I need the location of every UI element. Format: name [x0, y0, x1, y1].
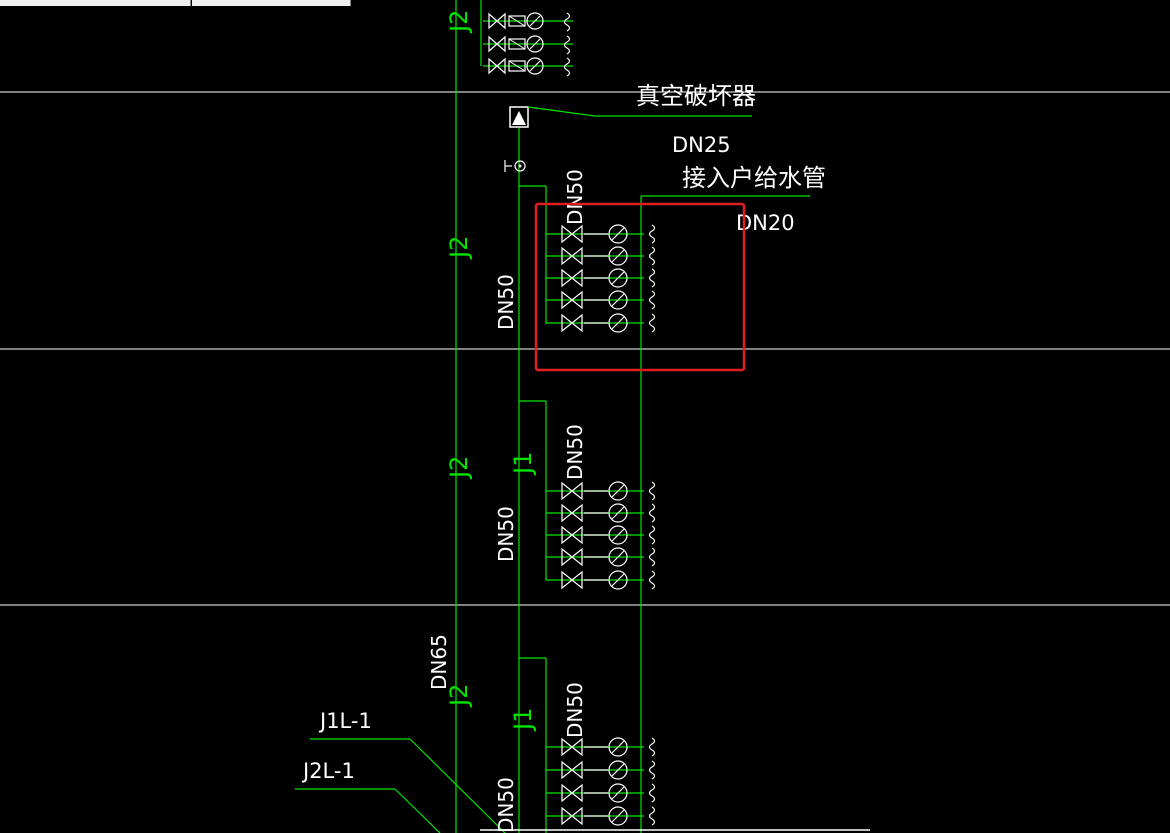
label-inlet-pipe: 接入户给水管 — [682, 164, 826, 192]
label-j1-mid: J1 — [509, 452, 537, 476]
label-vacuum-breaker: 真空破坏器 — [636, 82, 756, 110]
label-dn20: DN20 — [736, 211, 795, 235]
label-j2-bottom: J2 — [445, 684, 473, 708]
top-valve-group — [480, 0, 574, 77]
label-dn50-branch-2: DN50 — [563, 424, 587, 480]
file-tab-2[interactable] — [192, 0, 351, 6]
label-j1-bottom: J1 — [509, 708, 537, 732]
title-strip — [0, 0, 1170, 6]
floor-lines — [0, 91, 1170, 606]
branch-group-2[interactable] — [519, 400, 656, 590]
label-dn25: DN25 — [672, 133, 731, 157]
label-dn65: DN65 — [427, 634, 451, 690]
label-j2l1: J2L-1 — [301, 759, 355, 783]
inlet-pipe-line[interactable] — [640, 195, 810, 833]
label-j2-top: J2 — [445, 10, 473, 34]
label-dn50-branch-3: DN50 — [563, 682, 587, 738]
label-dn50-branch-1: DN50 — [563, 169, 587, 225]
leader-lines — [295, 738, 506, 833]
file-tab-1[interactable] — [0, 0, 191, 6]
label-dn50-riser-2: DN50 — [494, 506, 518, 562]
label-j2-mid: J2 — [445, 236, 473, 260]
label-dn50-riser-1: DN50 — [494, 274, 518, 330]
highlight-box — [534, 202, 746, 372]
label-j2-lower: J2 — [445, 456, 473, 480]
label-dn50-riser-3: DN50 — [494, 777, 518, 833]
label-j1l1: J1L-1 — [318, 709, 372, 733]
vacuum-breaker-symbol[interactable] — [509, 106, 752, 128]
riser-valve-symbol[interactable] — [504, 160, 526, 172]
branch-group-3[interactable] — [519, 657, 656, 833]
branch-group-1[interactable] — [519, 185, 656, 333]
